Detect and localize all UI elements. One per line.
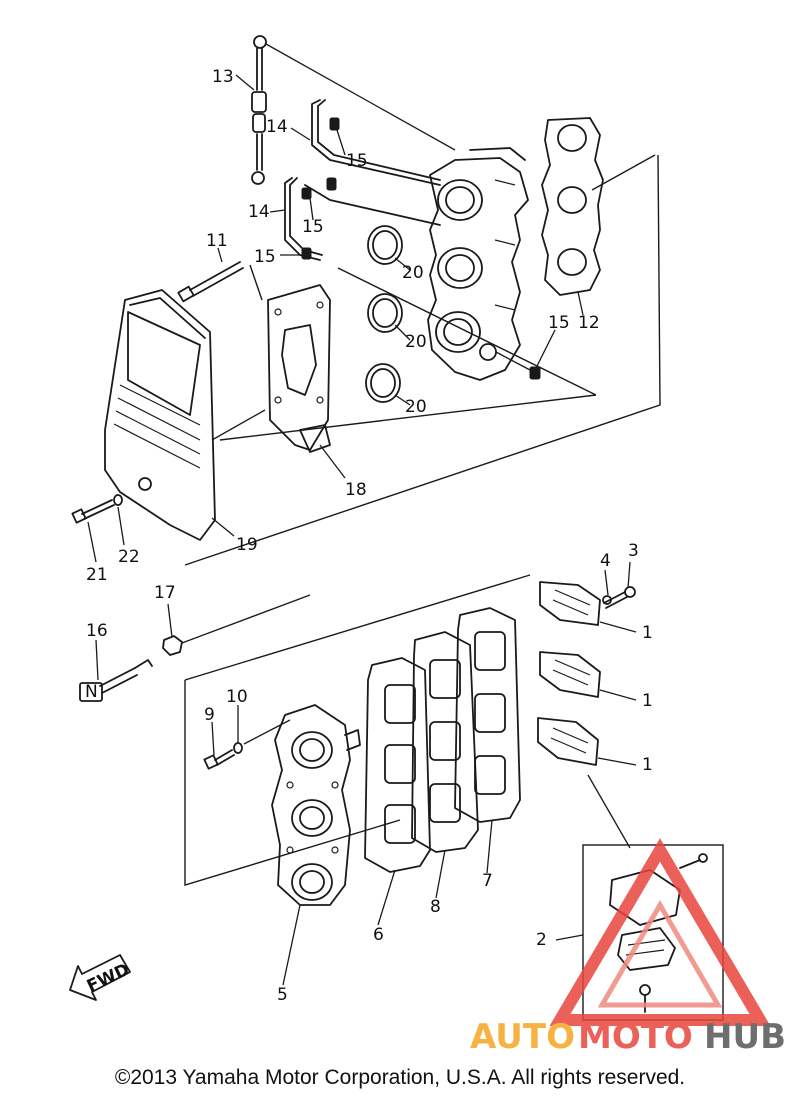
callout-15-left: 15 [254,247,276,267]
part-15-clips [301,117,541,380]
callout-6: 6 [373,925,384,945]
part-1-reed-valves [537,581,601,766]
copyright-notice: ©2013 Yamaha Motor Corporation, U.S.A. A… [114,1066,686,1089]
part-13-linkage-rod [251,35,456,185]
part-7-gasket [454,607,521,823]
watermark-hub: HUB [704,1017,786,1057]
watermark-auto: AUTO [470,1017,575,1057]
part-9-10-bolt-washer [203,719,291,770]
callout-2: 2 [536,930,547,950]
carburetor-assembly [427,147,531,381]
fwd-label: FWD [84,960,133,997]
fwd-arrow-icon: FWD [69,954,133,1001]
callout-8: 8 [430,897,441,917]
callout-1-bottom: 1 [642,755,653,775]
callout-14-upper: 14 [266,117,288,137]
callout-3: 3 [628,541,639,561]
callout-9: 9 [204,705,215,725]
callout-11: 11 [206,231,228,251]
watermark-moto: MOTO [578,1017,693,1057]
callout-15-upper: 15 [346,151,368,171]
callout-10: 10 [226,687,248,707]
part-21-22-bolt-washer [71,494,123,524]
part-19-silencer-cover [104,289,266,541]
part-20-o-rings [365,225,403,403]
callout-22: 22 [118,547,140,567]
part-8-plate [411,631,479,853]
callout-17: 17 [154,583,176,603]
part-5-manifold [271,704,361,906]
callout-5: 5 [277,985,288,1005]
callout-1-middle: 1 [642,691,653,711]
part-12-gasket [541,117,604,296]
callout-13: 13 [212,67,234,87]
callout-15-middle: 15 [302,217,324,237]
callout-15-right: 15 [548,313,570,333]
part-16-sensor: N [79,659,153,702]
part-11-bolt [177,261,244,303]
callout-16: 16 [86,621,108,641]
callout-20-top: 20 [402,263,424,283]
assembly-frame-upper [184,154,661,566]
callout-1-top: 1 [642,623,653,643]
callout-20-bottom: 20 [405,397,427,417]
leader-lines [87,74,637,986]
callout-4: 4 [600,551,611,571]
assembly-frame-lower [184,574,531,886]
part-3-4-screw-washer [602,586,636,609]
callout-21: 21 [86,565,108,585]
watermark-logo: AUTO MOTO HUB [470,838,786,1057]
callout-7: 7 [482,871,493,891]
part-6-gasket [364,657,431,873]
callout-18: 18 [345,480,367,500]
part-2-inset-assembly [582,774,724,1021]
callout-20-middle: 20 [405,332,427,352]
callout-labels: 13 14 15 14 15 11 15 20 12 15 20 20 18 1… [86,67,653,1005]
svg-text:N: N [85,682,98,702]
callout-19: 19 [236,535,258,555]
callout-12: 12 [578,313,600,333]
part-18-plate [267,284,331,453]
callout-14-lower: 14 [248,202,270,222]
part-17-nut [162,594,311,656]
